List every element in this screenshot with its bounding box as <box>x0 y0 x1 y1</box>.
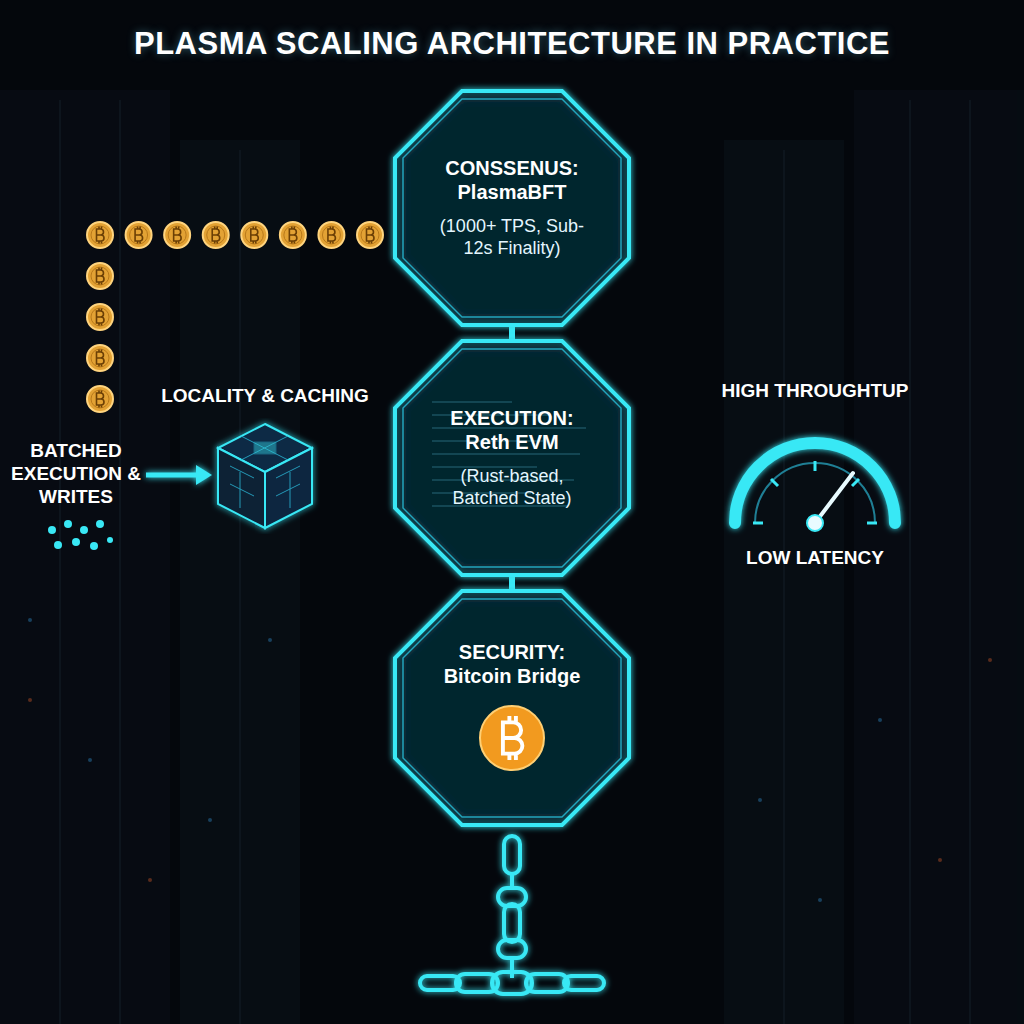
cache-node: LOCALITY & CACHING <box>150 385 380 545</box>
octagon-link <box>509 325 515 341</box>
diagram-title: PLASMA SCALING ARCHITECTURE IN PRACTICE <box>0 26 1024 62</box>
node-heading: LOCALITY & CACHING <box>161 385 369 408</box>
bitcoin-coin <box>87 222 113 248</box>
octagon-outline <box>392 88 632 328</box>
bitcoin-coin <box>87 386 113 412</box>
node-heading: CONSSENUS: PlasmaBFT <box>432 156 592 204</box>
flow-label: BATCHED EXECUTION & WRITES <box>10 440 142 508</box>
bitcoin-coin <box>203 222 229 248</box>
bitcoin-coin <box>280 222 306 248</box>
octagon-link <box>509 575 515 591</box>
throughput-gauge: HIGH THROUGHTUP LOW LATENCY <box>705 380 925 595</box>
node-heading: HIGH THROUGHTUP <box>722 380 909 403</box>
server-rack <box>0 90 300 1024</box>
node-content: CONSSENUS: PlasmaBFT (1000+ TPS, Sub-12s … <box>392 88 632 328</box>
node-body: (Rust-based, Batched State) <box>426 466 598 509</box>
bitcoin-coin <box>126 222 152 248</box>
bitcoin-coin <box>318 222 344 248</box>
node-content: SECURITY: Bitcoin Bridge <box>392 588 632 828</box>
node-body: (1000+ TPS, Sub-12s Finality) <box>426 216 598 259</box>
node-body: LOW LATENCY <box>746 547 884 570</box>
execution-octagon: EXECUTION: Reth EVM (Rust-based, Batched … <box>392 338 632 578</box>
speed-gauge <box>715 411 915 541</box>
node-content: LOCALITY & CACHING <box>150 385 380 545</box>
bitcoin-coin <box>87 304 113 330</box>
bitcoin-coin <box>241 222 267 248</box>
octagon-outline <box>392 338 632 578</box>
data-dots <box>48 520 113 550</box>
node-heading: EXECUTION: Reth EVM <box>432 406 592 454</box>
flow-arrow <box>146 465 212 485</box>
cache-cube <box>210 418 320 534</box>
bitcoin-coin <box>357 222 383 248</box>
bitcoin-coin <box>87 263 113 289</box>
server-rack <box>724 90 1024 1024</box>
node-heading: SECURITY: Bitcoin Bridge <box>432 640 592 688</box>
consensus-octagon: CONSSENUS: PlasmaBFT (1000+ TPS, Sub-12s … <box>392 88 632 328</box>
security-octagon: SECURITY: Bitcoin Bridge <box>392 588 632 828</box>
node-content: EXECUTION: Reth EVM (Rust-based, Batched … <box>392 338 632 578</box>
bitcoin-coin <box>164 222 190 248</box>
bitcoin-logo <box>476 702 548 774</box>
anchor-chain <box>420 836 604 994</box>
node-content: HIGH THROUGHTUP LOW LATENCY <box>705 380 925 595</box>
bitcoin-coin <box>87 345 113 371</box>
